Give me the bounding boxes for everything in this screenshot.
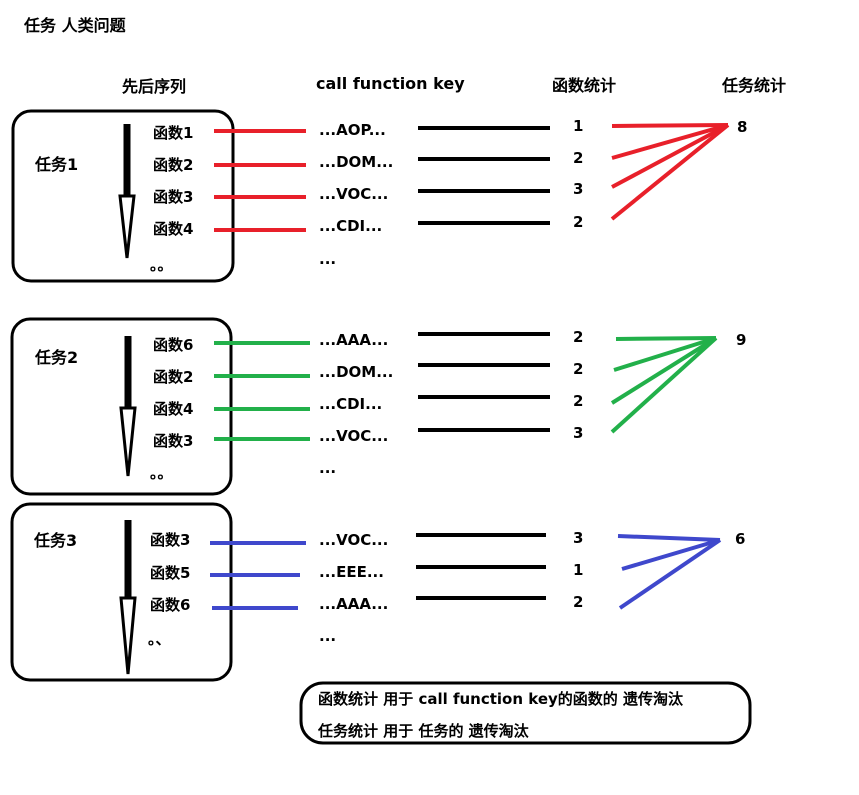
function-label: 函数3 <box>150 531 190 549</box>
count-total-link <box>621 538 721 571</box>
count-total-link <box>610 123 730 221</box>
header-function-stats: 函数统计 <box>552 76 616 95</box>
function-count: 2 <box>573 392 583 410</box>
task-box <box>10 502 233 682</box>
sequence-arrow-icon <box>119 336 137 477</box>
call-key-label: ...DOM... <box>319 363 393 381</box>
function-ellipsis: 。、 <box>148 630 171 648</box>
count-total-link <box>617 534 721 542</box>
count-total-link <box>610 336 718 434</box>
function-label: 函数2 <box>153 368 193 386</box>
function-label: 函数5 <box>150 564 190 582</box>
function-count: 2 <box>573 360 583 378</box>
call-key-label: ...AAA... <box>319 331 388 349</box>
function-label: 函数4 <box>153 400 193 418</box>
task-label: 任务1 <box>34 155 78 174</box>
header-task-stats: 任务统计 <box>721 76 786 95</box>
function-ellipsis: 。。 <box>150 464 173 482</box>
function-label: 函数4 <box>153 220 193 238</box>
sequence-arrow-icon <box>118 124 136 259</box>
call-key-label: ...VOC... <box>319 531 388 549</box>
task-total: 8 <box>737 118 747 136</box>
task-label: 任务2 <box>34 348 78 367</box>
count-total-link <box>618 538 722 610</box>
task-total: 6 <box>735 530 745 548</box>
function-ellipsis: 。。 <box>150 256 173 274</box>
call-key-label: ...EEE... <box>319 563 384 581</box>
task-group-3: 任务3 函数3 函数5 函数6 。、 ...VOC... ...EEE... .… <box>10 502 745 682</box>
task-group-2: 任务2 函数6 函数2 函数4 函数3 。。 ...AAA... ...DOM.… <box>10 317 746 496</box>
call-key-ellipsis: ... <box>319 250 336 268</box>
call-key-label: ...AAA... <box>319 595 388 613</box>
task-label: 任务3 <box>33 531 77 550</box>
header-sequence: 先后序列 <box>122 77 186 96</box>
note-box-group: 函数统计 用于 call function key的函数的 遗传淘汰 任务统计 … <box>299 681 752 745</box>
count-total-link <box>613 336 717 372</box>
function-count: 1 <box>573 117 583 135</box>
task-box <box>10 317 233 496</box>
function-count: 3 <box>573 529 583 547</box>
function-count: 1 <box>573 561 583 579</box>
call-key-label: ...CDI... <box>319 217 382 235</box>
function-label: 函数3 <box>153 432 193 450</box>
call-key-label: ...AOP... <box>319 121 386 139</box>
call-key-label: ...DOM... <box>319 153 393 171</box>
task-group-1: 任务1 函数1 函数2 函数3 函数4 。。 ...AOP... ...DOM.… <box>11 109 747 283</box>
count-total-link <box>610 336 718 405</box>
call-key-label: ...VOC... <box>319 185 388 203</box>
note-task-stats: 任务统计 用于 任务的 遗传淘汰 <box>317 722 530 740</box>
call-key-ellipsis: ... <box>319 627 336 645</box>
function-label: 函数1 <box>153 124 193 142</box>
note-function-stats: 函数统计 用于 call function key的函数的 遗传淘汰 <box>318 690 684 708</box>
count-total-link <box>611 123 729 128</box>
call-key-ellipsis: ... <box>319 459 336 477</box>
sequence-arrow-icon <box>119 520 137 675</box>
function-label: 函数3 <box>153 188 193 206</box>
note-box <box>299 681 752 745</box>
function-label: 函数6 <box>150 596 190 614</box>
function-label: 函数6 <box>153 336 193 354</box>
task-total: 9 <box>736 331 746 349</box>
function-count: 2 <box>573 593 583 611</box>
function-count: 3 <box>573 424 583 442</box>
header-call-function-key: call function key <box>316 74 465 93</box>
function-count: 2 <box>573 213 583 231</box>
call-key-label: ...CDI... <box>319 395 382 413</box>
call-key-label: ...VOC... <box>319 427 388 445</box>
function-count: 2 <box>573 149 583 167</box>
count-total-link <box>611 123 729 160</box>
function-label: 函数2 <box>153 156 193 174</box>
function-count: 2 <box>573 328 583 346</box>
function-count: 3 <box>573 180 583 198</box>
count-total-link <box>611 123 729 189</box>
count-total-link <box>615 336 717 341</box>
diagram-title: 任务 人类问题 <box>23 16 127 35</box>
